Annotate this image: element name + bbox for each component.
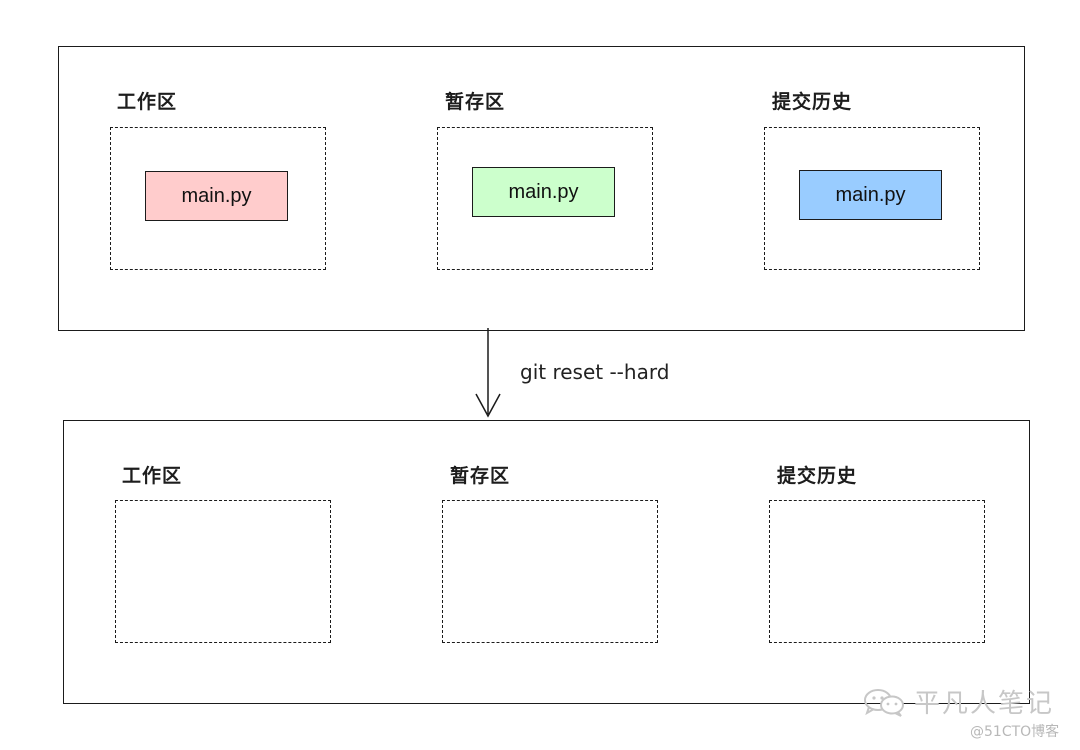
file-node-committed: main.py <box>799 170 942 220</box>
staging-area-box <box>442 500 658 643</box>
commit-history-label: 提交历史 <box>772 91 853 113</box>
watermark-site: @51CTO博客 <box>970 724 1060 740</box>
file-name: main.py <box>835 183 906 206</box>
watermark-name: 平凡人笔记 <box>914 689 1055 719</box>
commit-history-label: 提交历史 <box>777 465 858 487</box>
staging-area-box: main.py <box>437 127 653 270</box>
file-node-staged: main.py <box>472 167 615 217</box>
file-name: main.py <box>508 180 579 203</box>
before-state-panel: 工作区 暂存区 提交历史 main.py main.py main.py <box>58 46 1025 331</box>
after-state-panel: 工作区 暂存区 提交历史 <box>63 420 1030 704</box>
down-arrow-icon <box>475 328 501 418</box>
working-directory-box <box>115 500 331 643</box>
working-directory-label: 工作区 <box>122 465 183 487</box>
commit-history-box: main.py <box>764 127 980 270</box>
file-node-working: main.py <box>145 171 288 221</box>
staging-area-label: 暂存区 <box>450 465 511 487</box>
commit-history-box <box>769 500 985 643</box>
file-name: main.py <box>181 184 252 207</box>
wechat-icon <box>864 689 904 717</box>
watermark: 平凡人笔记 @51CTO博客 <box>858 683 1073 743</box>
working-directory-label: 工作区 <box>117 91 178 113</box>
command-label: git reset --hard <box>520 360 670 384</box>
working-directory-box: main.py <box>110 127 326 270</box>
staging-area-label: 暂存区 <box>445 91 506 113</box>
